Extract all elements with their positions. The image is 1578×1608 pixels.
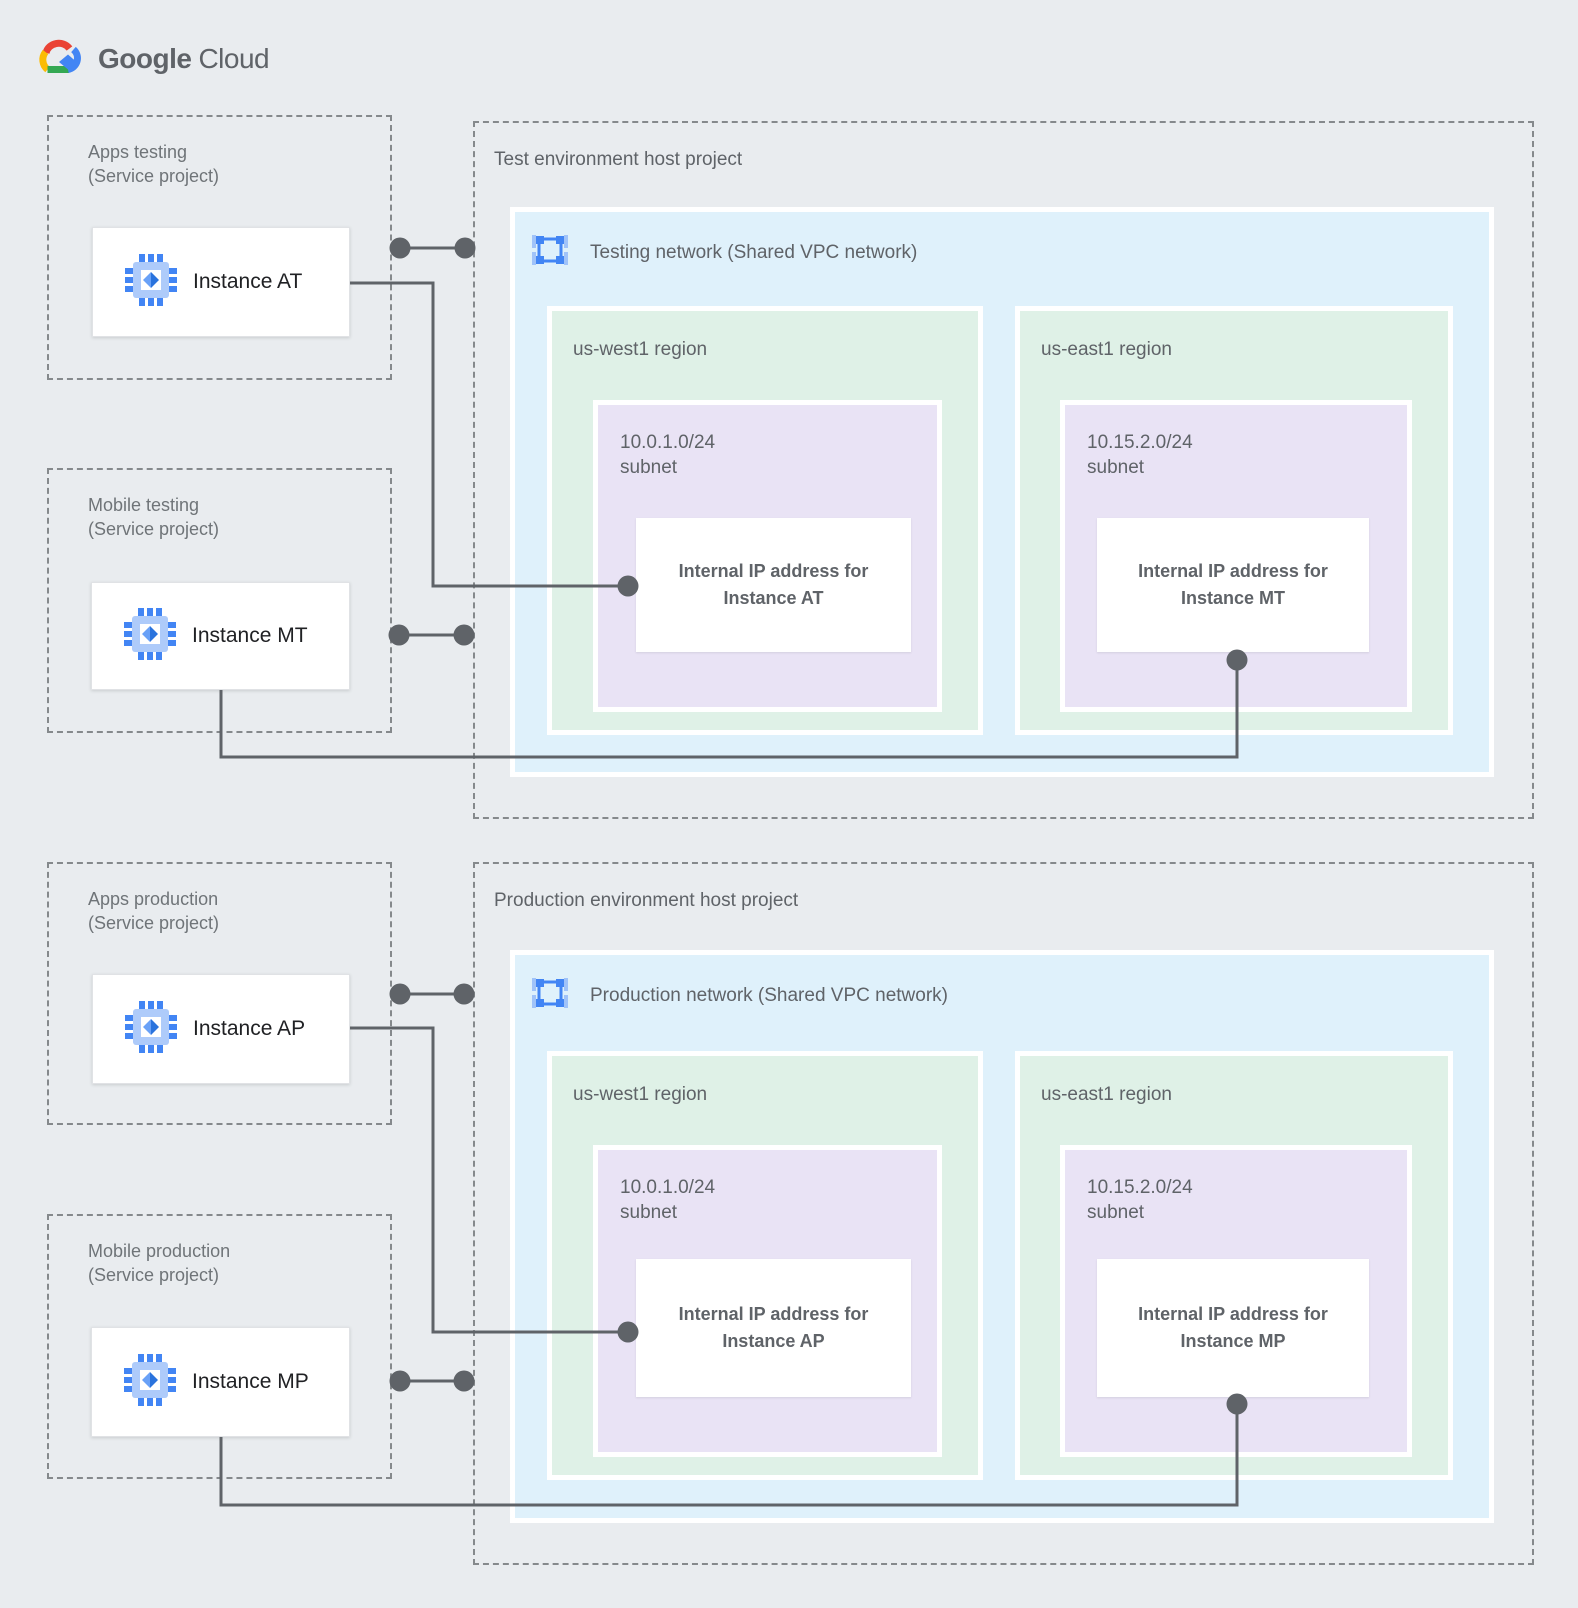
- instance-label: Instance AP: [193, 1017, 306, 1040]
- internal-ip-box-mp: Internal IP address for Instance MP: [1097, 1259, 1369, 1397]
- instance-card-mp: Instance MP: [91, 1327, 350, 1437]
- network-label: Testing network (Shared VPC network): [590, 241, 918, 263]
- host-project-title: Test environment host project: [494, 149, 743, 170]
- service-project-title: Mobile testing (Service project): [88, 495, 220, 539]
- compute-engine-icon: [123, 252, 179, 313]
- logo-word-cloud: Cloud: [198, 42, 270, 74]
- internal-ip-box-mt: Internal IP address for Instance MT: [1097, 518, 1369, 652]
- host-project-title: Production environment host project: [494, 890, 799, 911]
- instance-card-at: Instance AT: [92, 227, 350, 337]
- google-cloud-icon: [34, 36, 86, 81]
- subnet-label: 10.0.1.0/24 subnet: [620, 1177, 716, 1223]
- internal-ip-box-ap: Internal IP address for Instance AP: [636, 1259, 911, 1397]
- compute-engine-icon: [123, 999, 179, 1060]
- service-project-title: Apps testing (Service project): [88, 142, 220, 186]
- region-label: us-west1 region: [573, 339, 708, 360]
- vpc-network-icon: [531, 231, 569, 274]
- subnet-label: 10.15.2.0/24 subnet: [1087, 1177, 1193, 1223]
- service-project-apps-testing: Apps testing (Service project): [47, 115, 392, 380]
- region-label: us-east1 region: [1041, 339, 1172, 360]
- logo-word-google: Google: [98, 42, 192, 74]
- instance-card-mt: Instance MT: [91, 582, 350, 690]
- subnet-label: 10.15.2.0/24 subnet: [1087, 432, 1193, 478]
- internal-ip-box-at: Internal IP address for Instance AT: [636, 518, 911, 652]
- compute-engine-icon: [122, 1352, 178, 1413]
- vpc-network-icon: [531, 974, 569, 1017]
- network-header: Production network (Shared VPC network): [531, 974, 948, 1017]
- network-header: Testing network (Shared VPC network): [531, 231, 917, 274]
- service-project-title: Apps production (Service project): [88, 889, 220, 933]
- network-label: Production network (Shared VPC network): [590, 984, 948, 1006]
- subnet-label: 10.0.1.0/24 subnet: [620, 432, 716, 478]
- instance-label: Instance AT: [193, 270, 303, 293]
- instance-label: Instance MT: [192, 624, 308, 647]
- compute-engine-icon: [122, 606, 178, 667]
- region-label: us-east1 region: [1041, 1084, 1172, 1105]
- instance-label: Instance MP: [192, 1370, 309, 1393]
- region-label: us-west1 region: [573, 1084, 708, 1105]
- service-project-title: Mobile production (Service project): [88, 1241, 231, 1285]
- instance-card-ap: Instance AP: [92, 974, 350, 1084]
